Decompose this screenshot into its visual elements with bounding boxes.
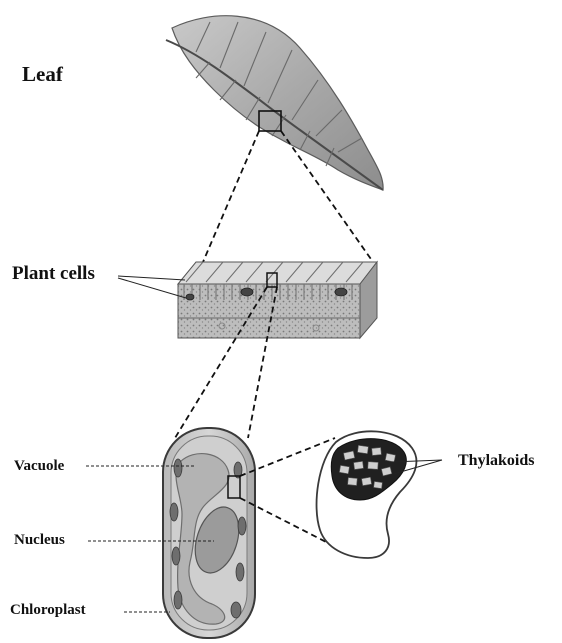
leaf-blade bbox=[172, 16, 383, 190]
plant-cells-illustration bbox=[178, 262, 377, 338]
label-vacuole: Vacuole bbox=[14, 459, 64, 474]
label-thylakoids: Thylakoids bbox=[458, 453, 534, 469]
plant-cell-illustration bbox=[163, 428, 255, 638]
label-plant-cells: Plant cells bbox=[12, 264, 95, 283]
label-chloroplast: Chloroplast bbox=[10, 603, 86, 618]
plant-cells-leaders bbox=[118, 276, 186, 298]
label-leaf: Leaf bbox=[22, 64, 63, 85]
label-nucleus: Nucleus bbox=[14, 533, 65, 548]
leaf-illustration bbox=[166, 16, 383, 190]
chloroplast-illustration bbox=[317, 431, 417, 558]
